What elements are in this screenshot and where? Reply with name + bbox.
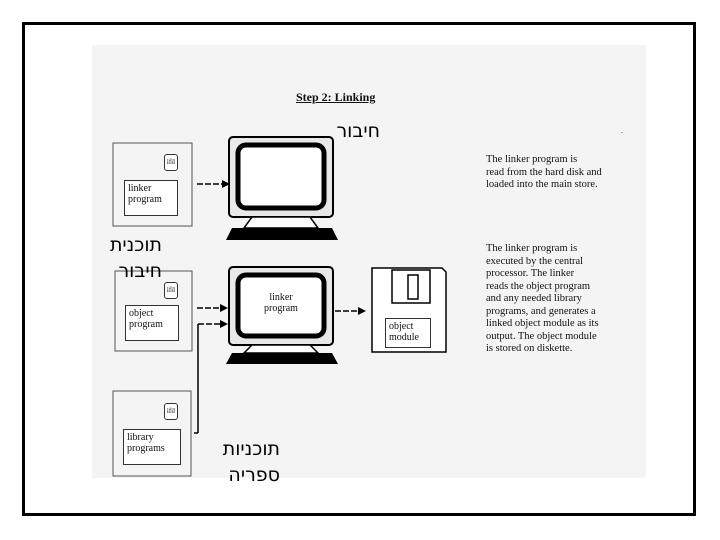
heb-library-programs-label: תוכניות ספריה (222, 438, 280, 486)
monitor-middle (226, 266, 338, 364)
disk-object-label: object program (125, 305, 179, 341)
diskette-label: object module (385, 318, 431, 348)
svg-text:.: . (621, 126, 623, 135)
step-description-load: The linker program is read from the hard… (486, 154, 602, 190)
heb-linker-program-label: תוכנית חיבור (109, 234, 162, 282)
disk-linker-label: linker program (124, 180, 178, 216)
disk-cylinder-icon: ifil (164, 154, 178, 171)
disk-library-label: library programs (123, 429, 181, 465)
screen-label: linker program (264, 292, 298, 314)
disk-cylinder-icon: ifil (164, 403, 178, 420)
disk-cylinder-icon: ifil (164, 282, 178, 299)
figure-title: Step 2: Linking (296, 90, 376, 104)
arrows (194, 180, 366, 434)
heb-linking-label: חיבור (336, 120, 380, 142)
slide-frame (22, 22, 696, 516)
monitor-top (226, 136, 338, 240)
step-description-execute: The linker program is executed by the ce… (486, 243, 599, 354)
